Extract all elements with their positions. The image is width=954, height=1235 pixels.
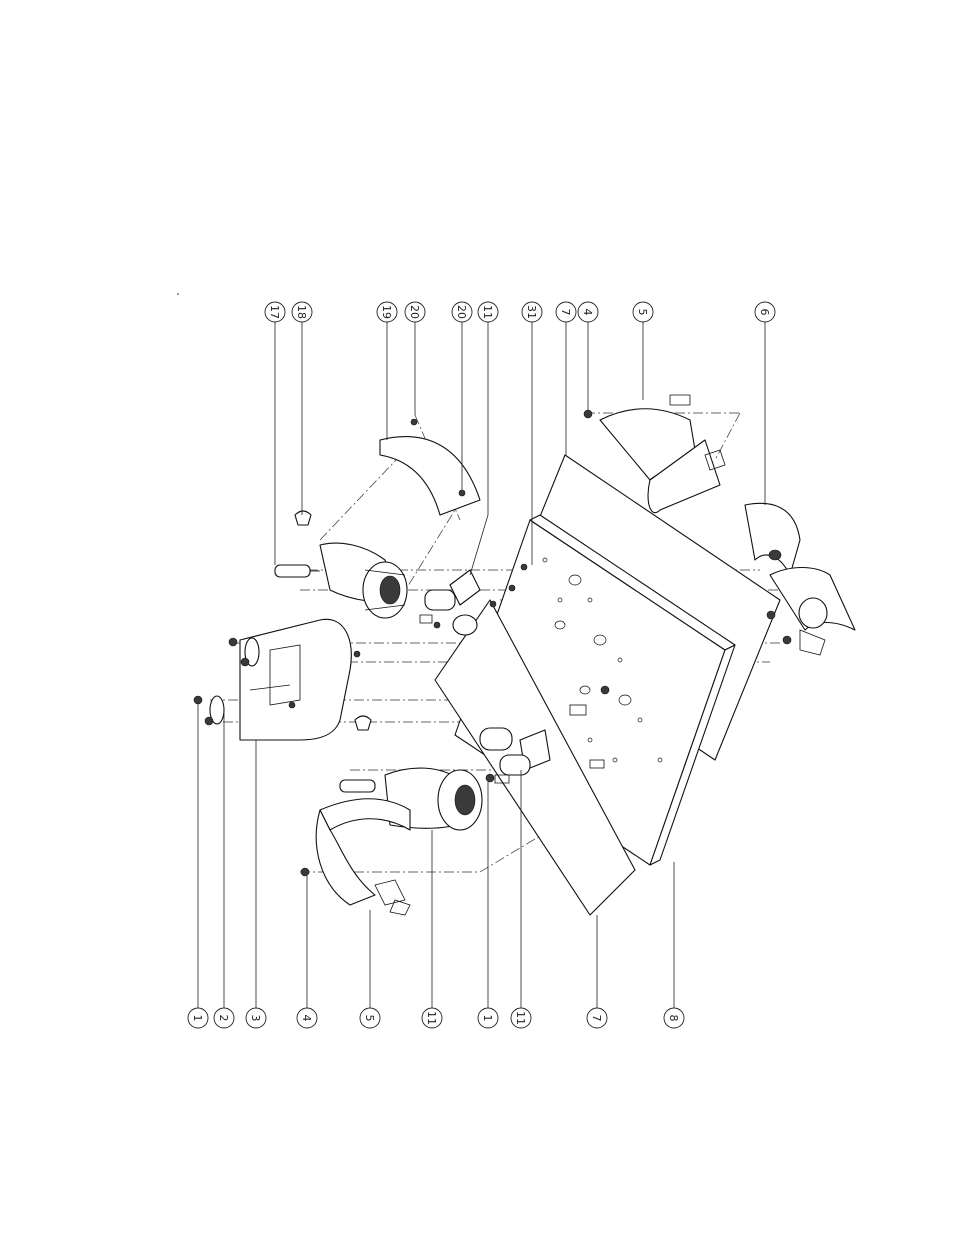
svg-text:5: 5	[636, 309, 649, 316]
lamp-bracket-upper-part-11	[420, 570, 480, 635]
reflector-part-19	[380, 419, 480, 515]
callout-balloon: 8	[664, 1008, 684, 1028]
svg-text:20: 20	[408, 305, 421, 319]
svg-text:19: 19	[380, 305, 393, 319]
callout-balloon: 4	[578, 302, 598, 322]
callout-balloon: 7	[587, 1008, 607, 1028]
callout-balloon: 2	[214, 1008, 234, 1028]
svg-text:2: 2	[217, 1015, 230, 1022]
callout-balloon: 19	[377, 302, 397, 322]
lamp-housing-upper	[320, 543, 407, 618]
svg-text:17: 17	[268, 305, 281, 319]
callouts-bottom: 1 2 3 4 5 11 1 11 7 8	[188, 1008, 684, 1028]
svg-text:6: 6	[758, 309, 771, 316]
svg-text:4: 4	[581, 309, 594, 316]
clip-lower	[355, 716, 371, 730]
callout-balloon: 11	[422, 1008, 442, 1028]
callout-balloon: 11	[478, 302, 498, 322]
svg-text:4: 4	[300, 1015, 313, 1022]
svg-text:18: 18	[295, 305, 308, 319]
stray-mark	[177, 293, 179, 295]
svg-text:8: 8	[667, 1015, 680, 1022]
svg-text:7: 7	[590, 1015, 603, 1022]
lamp-lower	[340, 780, 375, 792]
callout-balloon: 20	[405, 302, 425, 322]
callout-balloon: 11	[511, 1008, 531, 1028]
svg-text:11: 11	[425, 1011, 438, 1025]
svg-text:1: 1	[191, 1015, 204, 1022]
svg-text:3: 3	[249, 1015, 262, 1022]
callout-balloon: 1	[188, 1008, 208, 1028]
callout-balloon: 3	[246, 1008, 266, 1028]
svg-text:20: 20	[455, 305, 468, 319]
svg-text:11: 11	[514, 1011, 527, 1025]
clip-part-18	[295, 511, 311, 525]
lamp-part-17	[275, 565, 320, 577]
callout-balloon: 5	[360, 1008, 380, 1028]
callout-balloon: 18	[292, 302, 312, 322]
callout-balloon: 20	[452, 302, 472, 322]
callout-balloon: 5	[633, 302, 653, 322]
callout-balloon: 17	[265, 302, 285, 322]
svg-text:31: 31	[525, 305, 538, 319]
svg-text:5: 5	[363, 1015, 376, 1022]
callout-balloon: 1	[478, 1008, 498, 1028]
callout-balloon: 4	[297, 1008, 317, 1028]
callouts-top: 17 18 19 20 20 11 31 7 4 5 6	[265, 302, 775, 322]
side-housing-part-3	[240, 619, 360, 740]
svg-text:7: 7	[559, 309, 572, 316]
callout-balloon: 7	[556, 302, 576, 322]
reflector-part-5-lower	[316, 799, 410, 915]
svg-text:11: 11	[481, 305, 494, 319]
callout-balloon: 31	[522, 302, 542, 322]
svg-text:1: 1	[481, 1015, 494, 1022]
callout-balloon: 6	[755, 302, 775, 322]
